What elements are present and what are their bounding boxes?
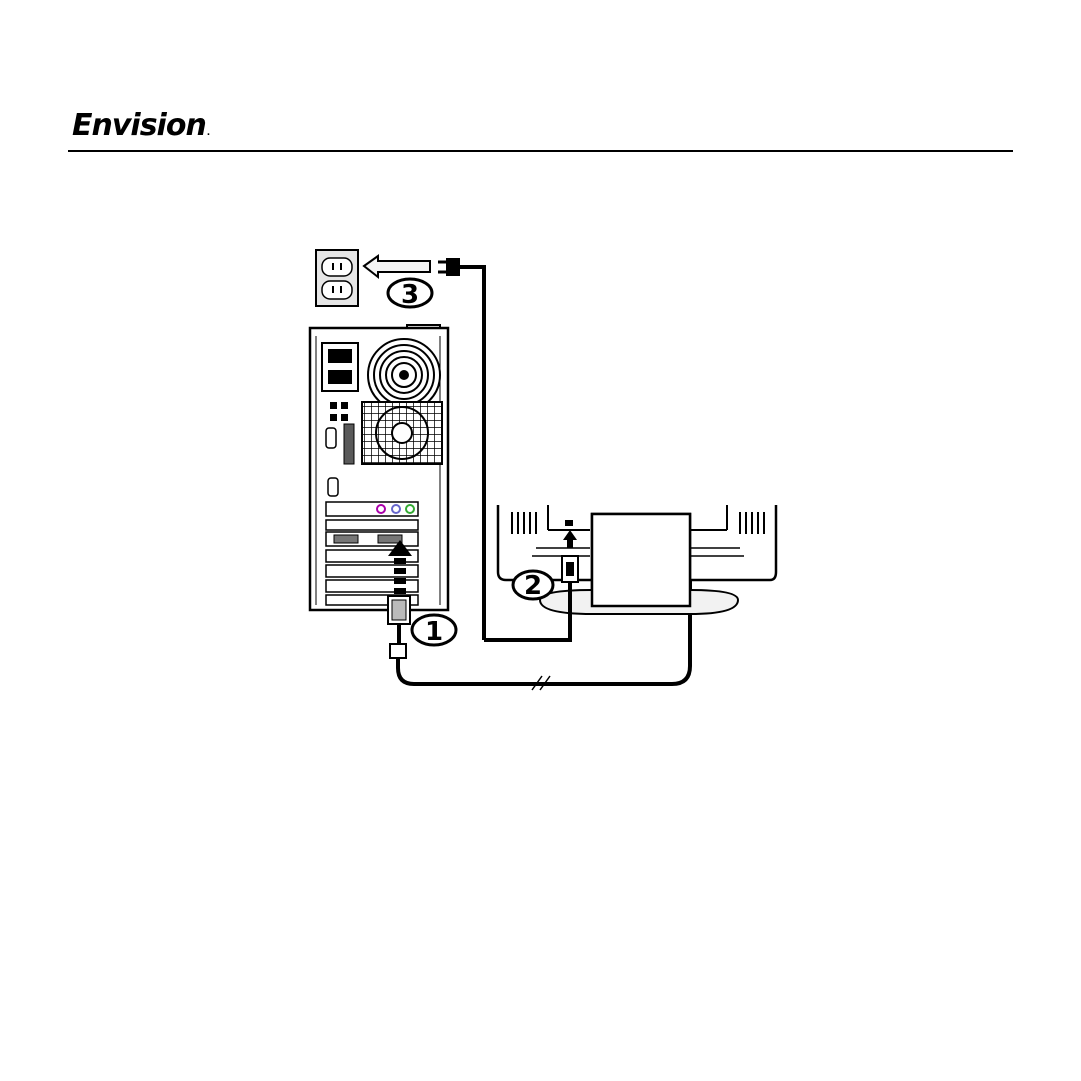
step-1-number: 1 [425,617,443,647]
psu-fan-icon [368,339,440,411]
computer-tower-rear [310,325,448,610]
step-3-number: 3 [401,280,419,310]
wall-outlet-icon [316,250,358,306]
step-2-number: 2 [524,571,542,601]
step-3-badge: 3 [388,279,432,310]
step-2-badge: 2 [513,571,553,601]
case-fan-icon [362,402,442,464]
plug-in-arrow-icon [364,256,430,277]
step-1-badge: 1 [412,615,456,647]
